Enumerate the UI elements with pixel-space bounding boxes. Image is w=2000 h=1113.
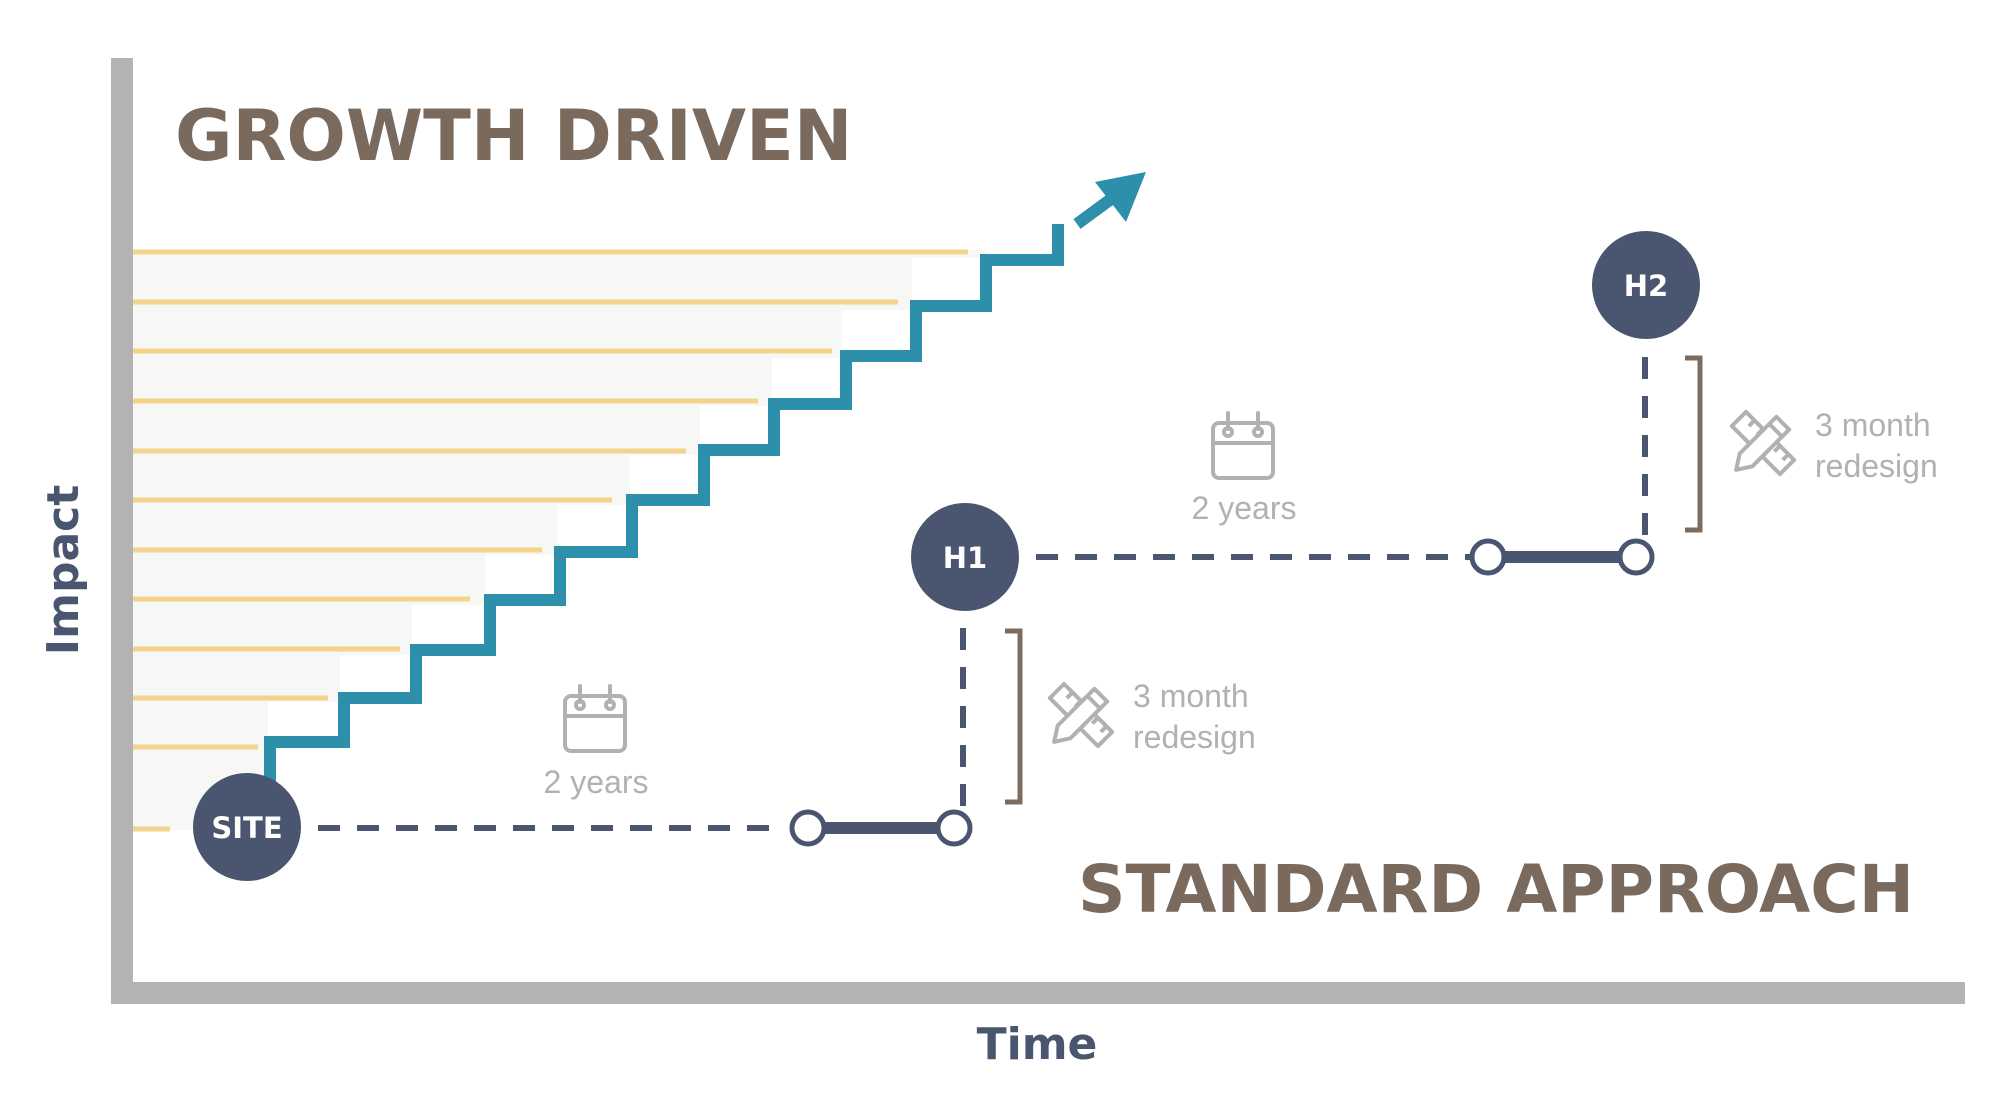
site-node: SITE bbox=[193, 773, 301, 881]
duration-label-1: 2 years bbox=[544, 764, 649, 800]
growth-staircase bbox=[264, 224, 1064, 790]
growth-lines bbox=[132, 249, 968, 832]
growth-driven-heading: GROWTH DRIVEN bbox=[175, 95, 852, 177]
pencil-ruler-icon bbox=[1047, 681, 1115, 749]
h2-node: H2 bbox=[1592, 231, 1700, 339]
y-axis bbox=[111, 58, 133, 1002]
calendar-icon bbox=[1211, 411, 1275, 480]
redesign-label-1-line1: 3 month bbox=[1133, 678, 1249, 714]
y-axis-label: Impact bbox=[38, 485, 89, 656]
redesign-bracket-1 bbox=[1005, 628, 1023, 805]
svg-text:H2: H2 bbox=[1624, 269, 1668, 303]
redesign-bar-2 bbox=[1469, 538, 1655, 576]
h1-node: H1 bbox=[911, 503, 1019, 611]
redesign-bar-1 bbox=[789, 809, 973, 847]
growth-arrow-icon bbox=[1073, 172, 1146, 229]
redesign-bracket-2 bbox=[1685, 355, 1703, 533]
duration-label-2: 2 years bbox=[1192, 490, 1297, 526]
redesign-label-1-line2: redesign bbox=[1133, 719, 1256, 755]
svg-text:H1: H1 bbox=[943, 541, 987, 575]
redesign-label-2-line2: redesign bbox=[1815, 448, 1938, 484]
growth-area-fill bbox=[132, 250, 985, 830]
redesign-label-2-line1: 3 month bbox=[1815, 407, 1931, 443]
standard-approach-heading: STANDARD APPROACH bbox=[1078, 851, 1914, 928]
pencil-ruler-icon bbox=[1729, 409, 1797, 477]
svg-text:SITE: SITE bbox=[211, 811, 282, 845]
calendar-icon bbox=[563, 684, 627, 753]
x-axis-label: Time bbox=[977, 1019, 1098, 1070]
x-axis bbox=[111, 982, 1965, 1004]
